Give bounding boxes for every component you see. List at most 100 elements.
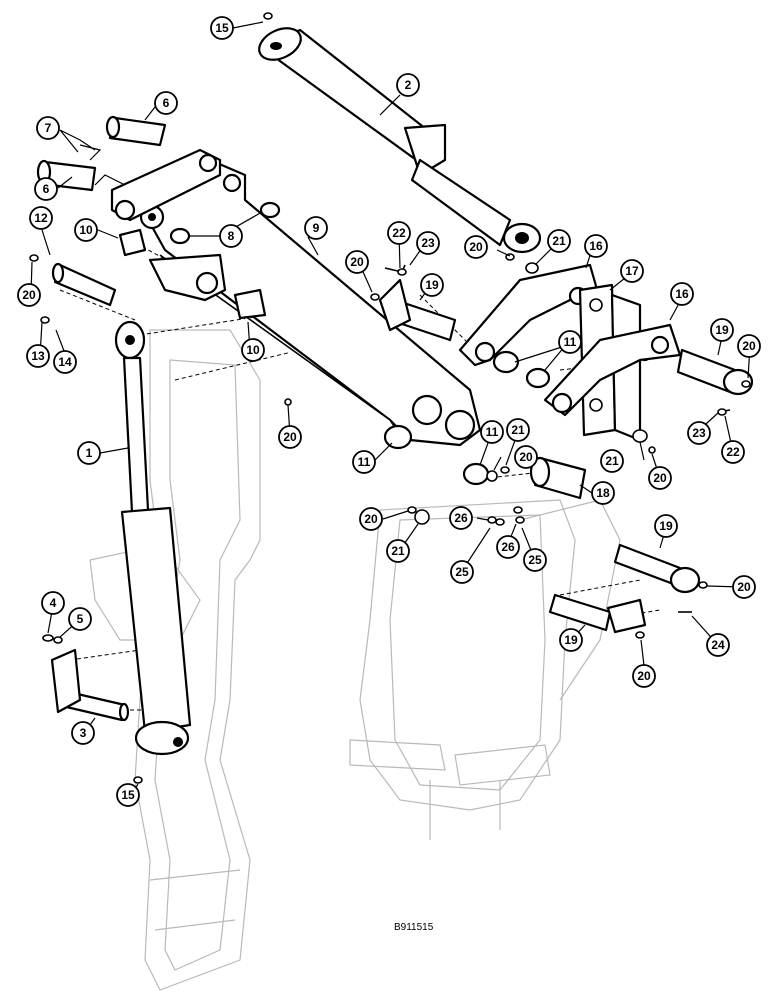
svg-text:23: 23	[421, 236, 435, 250]
svg-text:22: 22	[726, 445, 740, 459]
callout-9: 9	[304, 216, 328, 240]
svg-text:9: 9	[313, 221, 320, 235]
svg-text:19: 19	[564, 633, 578, 647]
svg-text:20: 20	[283, 430, 297, 444]
callout-4: 4	[41, 591, 65, 615]
svg-text:26: 26	[454, 511, 468, 525]
callout-20-mid-left: 20	[278, 425, 302, 449]
svg-text:20: 20	[653, 471, 667, 485]
svg-text:26: 26	[501, 540, 515, 554]
callout-16-top: 16	[584, 234, 608, 258]
callout-20-mid: 20	[514, 445, 538, 469]
svg-text:20: 20	[742, 339, 756, 353]
svg-text:24: 24	[711, 638, 725, 652]
callout-11-top: 11	[558, 330, 582, 354]
svg-text:3: 3	[80, 726, 87, 740]
callout-25-b: 25	[523, 548, 547, 572]
svg-text:20: 20	[637, 669, 651, 683]
svg-text:10: 10	[79, 223, 93, 237]
svg-text:21: 21	[605, 454, 619, 468]
svg-text:14: 14	[58, 355, 72, 369]
svg-text:22: 22	[392, 226, 406, 240]
svg-text:16: 16	[589, 239, 603, 253]
link-plate	[110, 148, 222, 222]
pin-3	[50, 648, 130, 722]
callout-19-right: 19	[710, 318, 734, 342]
svg-text:20: 20	[364, 512, 378, 526]
callout-20-mid-right: 20	[648, 466, 672, 490]
svg-text:13: 13	[31, 349, 45, 363]
callout-23-top: 23	[416, 231, 440, 255]
svg-text:25: 25	[528, 553, 542, 567]
pin-19-b	[676, 348, 754, 396]
callout-12: 12	[29, 206, 53, 230]
svg-text:11: 11	[358, 455, 371, 469]
svg-text:21: 21	[391, 544, 405, 558]
boom-link-arm	[138, 158, 482, 447]
callout-25-a: 25	[450, 560, 474, 584]
callout-15-bottom: 15	[116, 783, 140, 807]
svg-text:16: 16	[675, 287, 689, 301]
bracket-lower	[543, 323, 682, 417]
callout-21-right: 21	[600, 449, 624, 473]
callout-20-right: 20	[737, 334, 761, 358]
pin-19-a	[378, 278, 457, 342]
pin-12	[51, 262, 117, 307]
svg-text:6: 6	[43, 182, 50, 196]
svg-text:12: 12	[34, 211, 48, 225]
svg-text:2: 2	[405, 78, 412, 92]
svg-text:19: 19	[425, 278, 439, 292]
callout-11-left: 11	[352, 450, 376, 474]
callout-6-left: 6	[34, 177, 58, 201]
bushings	[118, 201, 551, 486]
callout-7: 7	[36, 116, 60, 140]
callout-20-lower-left: 20	[359, 507, 383, 531]
pin-upper	[105, 115, 167, 147]
svg-text:20: 20	[469, 240, 483, 254]
svg-text:11: 11	[564, 335, 577, 349]
svg-text:1: 1	[86, 446, 93, 460]
svg-text:6: 6	[163, 96, 170, 110]
svg-text:7: 7	[45, 121, 52, 135]
svg-text:4: 4	[50, 596, 57, 610]
callout-24: 24	[706, 633, 730, 657]
retaining-clip	[79, 144, 126, 186]
svg-text:19: 19	[715, 323, 729, 337]
svg-text:20: 20	[519, 450, 533, 464]
callout-20-low-right: 20	[732, 575, 756, 599]
callout-14: 14	[53, 350, 77, 374]
callout-15-top: 15	[210, 16, 234, 40]
svg-text:20: 20	[350, 255, 364, 269]
svg-text:15: 15	[215, 21, 229, 35]
callouts: 15 2 6 7 6 8 9 10 12 20 13 14 10 22 23 2…	[17, 16, 761, 807]
svg-text:21: 21	[552, 234, 566, 248]
callout-20-bottom: 20	[632, 664, 656, 688]
svg-text:15: 15	[121, 788, 135, 802]
callout-20-b: 20	[345, 250, 369, 274]
callout-10-top: 10	[74, 218, 98, 242]
cylinder-left	[114, 320, 192, 756]
svg-text:5: 5	[77, 612, 84, 626]
callout-26-b: 26	[496, 535, 520, 559]
callout-6-top: 6	[154, 91, 178, 115]
callout-20-left: 20	[17, 283, 41, 307]
callout-16-right: 16	[670, 282, 694, 306]
svg-text:20: 20	[22, 288, 36, 302]
callout-18: 18	[591, 481, 615, 505]
pin-19-c	[613, 543, 701, 594]
callout-8: 8	[219, 224, 243, 248]
svg-text:19: 19	[659, 519, 673, 533]
svg-text:11: 11	[486, 425, 499, 439]
callout-21-mid: 21	[506, 418, 530, 442]
callout-2: 2	[396, 73, 420, 97]
svg-text:18: 18	[596, 486, 610, 500]
cylinder-upper	[258, 27, 542, 254]
callout-3: 3	[71, 721, 95, 745]
callout-1: 1	[77, 441, 101, 465]
svg-text:10: 10	[246, 343, 260, 357]
callout-11-mid: 11	[480, 420, 504, 444]
svg-text:21: 21	[511, 423, 525, 437]
callout-22-right: 22	[721, 440, 745, 464]
callout-10-mid: 10	[241, 338, 265, 362]
